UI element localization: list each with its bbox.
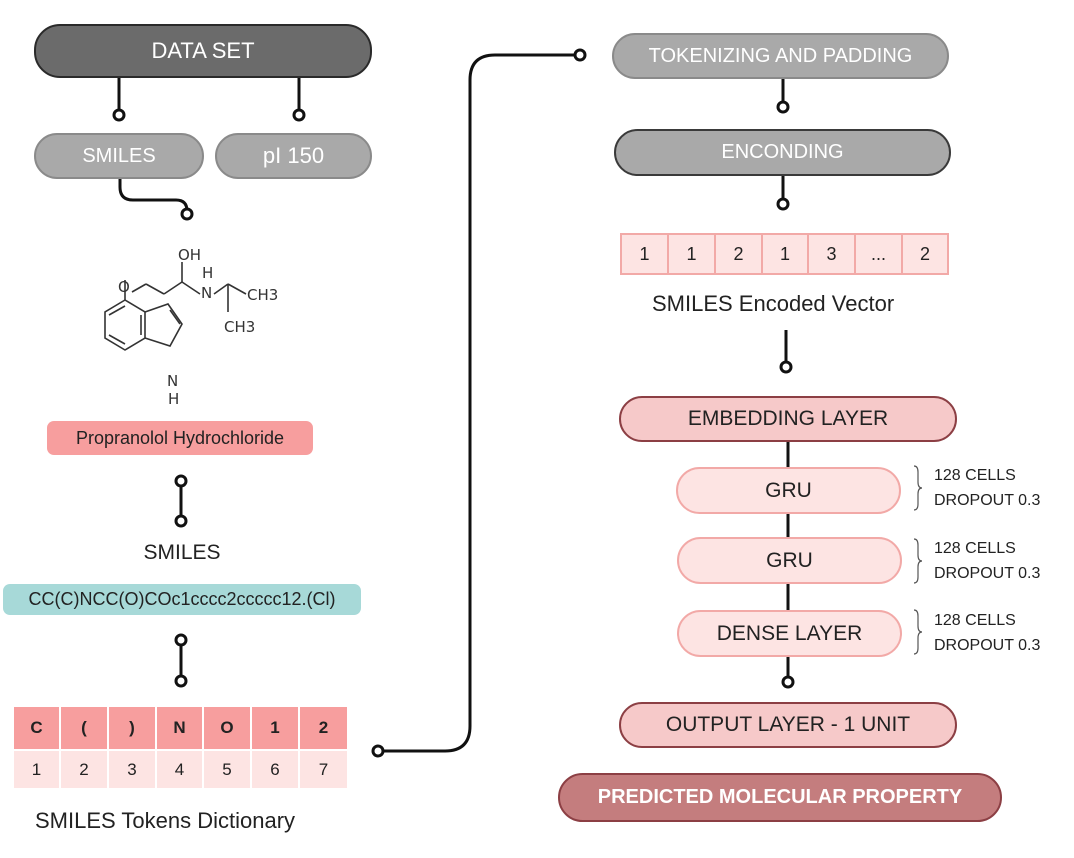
token-cell: N bbox=[157, 707, 204, 749]
vector-cell: 3 bbox=[809, 235, 856, 273]
index-cell: 4 bbox=[157, 751, 204, 788]
atom-oh: OH bbox=[178, 246, 201, 264]
vector-cell: 1 bbox=[622, 235, 669, 273]
tokenizing-label: TOKENIZING AND PADDING bbox=[648, 44, 913, 67]
index-cell: 1 bbox=[14, 751, 61, 788]
smiles-label: SMILES bbox=[143, 541, 221, 564]
dataset-title: DATA SET bbox=[151, 38, 255, 63]
atom-ch3-bottom: CH3 bbox=[224, 318, 255, 336]
embedding-layer: EMBEDDING LAYER bbox=[619, 396, 957, 442]
token-cell: C bbox=[14, 707, 61, 749]
atom-ch3-top: CH3 bbox=[247, 286, 278, 304]
index-cell: 6 bbox=[252, 751, 300, 788]
smiles-string-chip: CC(C)NCC(O)COc1cccc2ccccc12.(Cl) bbox=[3, 584, 361, 615]
dense-params: 128 CELLS DROPOUT 0.3 bbox=[934, 608, 1040, 658]
atom-o: O bbox=[118, 278, 130, 296]
index-cell: 2 bbox=[61, 751, 109, 788]
atom-nh: N bbox=[167, 372, 178, 390]
atom-n: N bbox=[201, 284, 212, 302]
index-cell: 7 bbox=[300, 751, 347, 788]
tokenizing-node: TOKENIZING AND PADDING bbox=[612, 33, 949, 79]
vector-cell: 2 bbox=[919, 243, 930, 264]
atom-nh-h: H bbox=[168, 390, 179, 408]
encoding-node: ENCONDING bbox=[614, 129, 951, 176]
encoded-vector: 1 1 2 1 3 ... 2 bbox=[620, 233, 949, 275]
smiles-string: CC(C)NCC(O)COc1cccc2ccccc12.(Cl) bbox=[28, 589, 336, 609]
vector-cell: 2 bbox=[716, 235, 763, 273]
molecule-structure: O OH H N CH3 CH3 N H bbox=[104, 246, 278, 408]
predicted-label: PREDICTED MOLECULAR PROPERTY bbox=[597, 786, 963, 808]
output-label: OUTPUT LAYER - 1 UNIT bbox=[665, 713, 911, 736]
index-cell: 5 bbox=[204, 751, 252, 788]
molecule-name-chip: Propranolol Hydrochloride bbox=[47, 421, 313, 455]
gru-2-dropout: DROPOUT 0.3 bbox=[934, 565, 1041, 582]
token-cell: 2 bbox=[300, 707, 347, 749]
token-cell: O bbox=[204, 707, 252, 749]
dataset-node: DATA SET bbox=[34, 24, 372, 78]
gru-2-label: GRU bbox=[766, 548, 813, 572]
gru-1-dropout: DROPOUT 0.3 bbox=[934, 492, 1041, 509]
molecule-name: Propranolol Hydrochloride bbox=[75, 427, 285, 448]
smiles-node-label: SMILES bbox=[82, 144, 156, 167]
output-layer: OUTPUT LAYER - 1 UNIT bbox=[619, 702, 957, 748]
pi-node-label: pI 150 bbox=[262, 143, 325, 168]
token-cell: ) bbox=[109, 707, 157, 749]
gru-layer-1: GRU bbox=[676, 467, 901, 514]
gru-1-cells: 128 CELLS bbox=[934, 467, 1016, 484]
vector-cell: 1 bbox=[763, 235, 809, 273]
gru-1-params: 128 CELLS DROPOUT 0.3 bbox=[934, 463, 1040, 513]
dense-layer: DENSE LAYER bbox=[677, 610, 902, 657]
vector-caption: SMILES Encoded Vector bbox=[652, 291, 895, 316]
embedding-label: EMBEDDING LAYER bbox=[687, 407, 889, 430]
dictionary-caption: SMILES Tokens Dictionary bbox=[35, 808, 296, 833]
index-cell: 3 bbox=[109, 751, 157, 788]
gru-2-cells: 128 CELLS bbox=[934, 540, 1016, 557]
token-cell: 1 bbox=[252, 707, 300, 749]
atom-h: H bbox=[202, 264, 213, 282]
predicted-property: PREDICTED MOLECULAR PROPERTY bbox=[558, 773, 1002, 822]
gru-1-label: GRU bbox=[765, 478, 812, 502]
smiles-node: SMILES bbox=[34, 133, 204, 179]
vector-cell: ... bbox=[856, 235, 903, 273]
gru-layer-2: GRU bbox=[677, 537, 902, 584]
tokens-dictionary-table: C ( ) N O 1 2 1 2 3 4 5 6 7 bbox=[14, 707, 347, 788]
token-cell: ( bbox=[61, 707, 109, 749]
vector-cell: 1 bbox=[669, 235, 716, 273]
dense-cells: 128 CELLS bbox=[934, 612, 1016, 629]
dense-label: DENSE LAYER bbox=[716, 621, 863, 645]
pi-node: pI 150 bbox=[215, 133, 372, 179]
gru-2-params: 128 CELLS DROPOUT 0.3 bbox=[934, 536, 1040, 586]
dense-dropout: DROPOUT 0.3 bbox=[934, 637, 1041, 654]
encoding-label: ENCONDING bbox=[721, 141, 844, 163]
